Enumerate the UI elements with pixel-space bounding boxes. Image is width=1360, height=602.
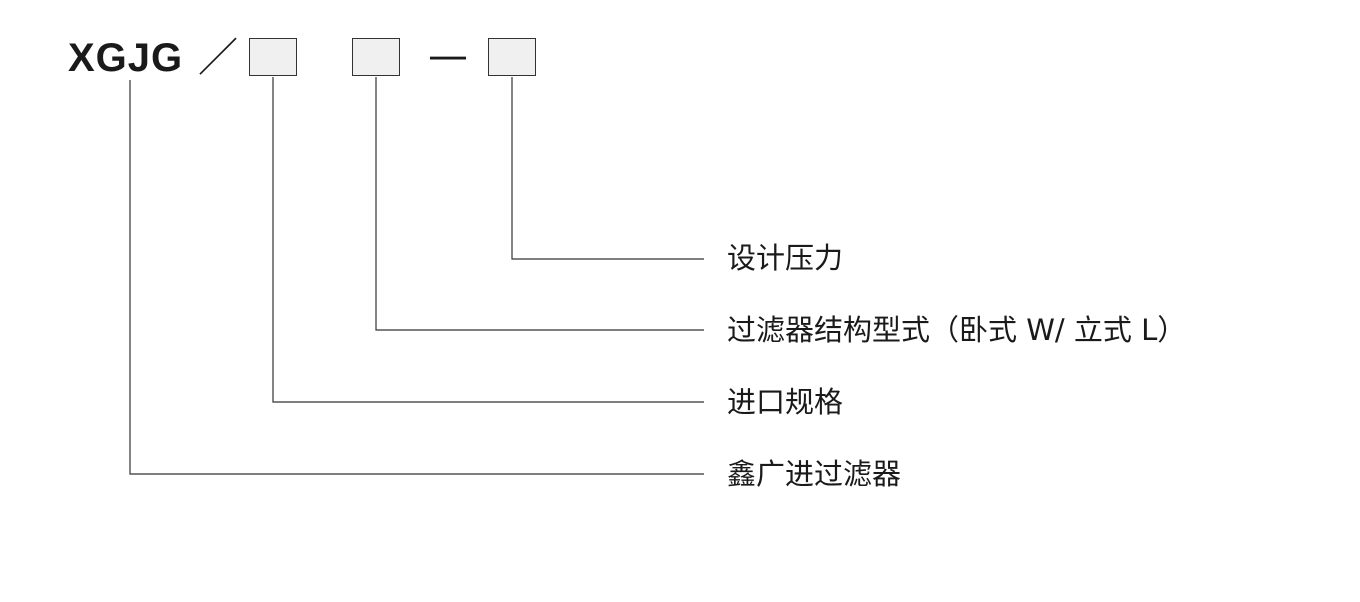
code-slot-inlet-size xyxy=(249,38,297,76)
dash-separator: — xyxy=(428,33,468,79)
label-design-pressure: 设计压力 xyxy=(727,241,844,275)
label-structure-type: 过滤器结构型式（卧式 W/ 立式 L） xyxy=(727,313,1187,347)
label-inlet-size: 进口规格 xyxy=(727,385,844,419)
leader-line-structure-type xyxy=(375,77,704,331)
leader-line-inlet-size xyxy=(272,77,704,403)
leader-line-design-pressure xyxy=(511,77,704,260)
code-slot-design-pressure xyxy=(488,38,536,76)
label-product-name: 鑫广进过滤器 xyxy=(727,457,902,491)
model-prefix: XGJG xyxy=(68,36,184,80)
leader-line-product-name xyxy=(129,80,704,475)
slash-separator: ／ xyxy=(198,35,238,81)
code-slot-structure-type xyxy=(352,38,400,76)
